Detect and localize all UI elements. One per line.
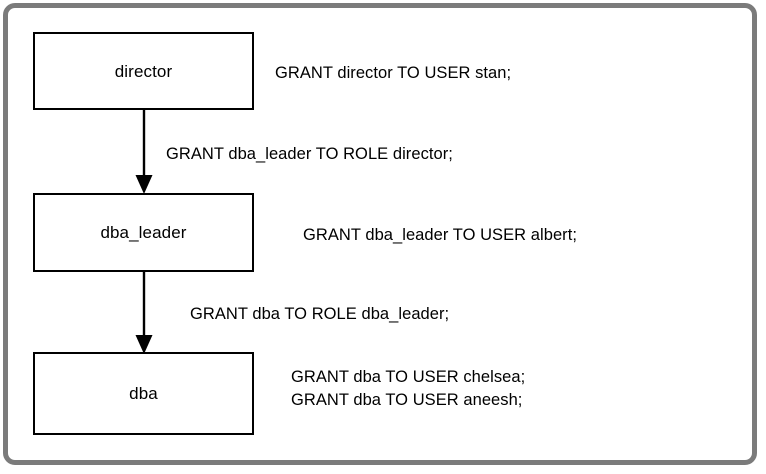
role-box-dba-leader[interactable]: dba_leader <box>33 193 254 272</box>
edge-label-dba-leader-to-dba: GRANT dba TO ROLE dba_leader; <box>190 305 450 323</box>
grant-statement-dba-chelsea: GRANT dba TO USER chelsea; <box>291 368 526 386</box>
connector-dba-leader-to-dba <box>135 270 153 354</box>
grant-statement-dba-leader-user: GRANT dba_leader TO USER albert; <box>303 226 577 244</box>
role-label-director: director <box>114 61 173 81</box>
role-label-dba-leader: dba_leader <box>100 223 187 242</box>
role-label-dba: dba <box>129 384 158 403</box>
grant-statement-dba-aneesh: GRANT dba TO USER aneesh; <box>291 391 523 410</box>
grant-statement-director-user: GRANT director TO USER stan; <box>275 64 512 82</box>
role-box-director[interactable]: director <box>33 32 254 110</box>
connector-director-to-dba-leader <box>135 108 153 194</box>
edge-label-director-to-dba-leader: GRANT dba_leader TO ROLE director; <box>166 145 453 163</box>
role-box-dba[interactable]: dba <box>33 352 254 435</box>
down-arrow-icon <box>135 175 153 194</box>
down-arrow-icon <box>135 335 153 354</box>
grant-statements-dba-users: GRANT dba TO USER chelsea; GRANT dba TO … <box>291 366 525 413</box>
